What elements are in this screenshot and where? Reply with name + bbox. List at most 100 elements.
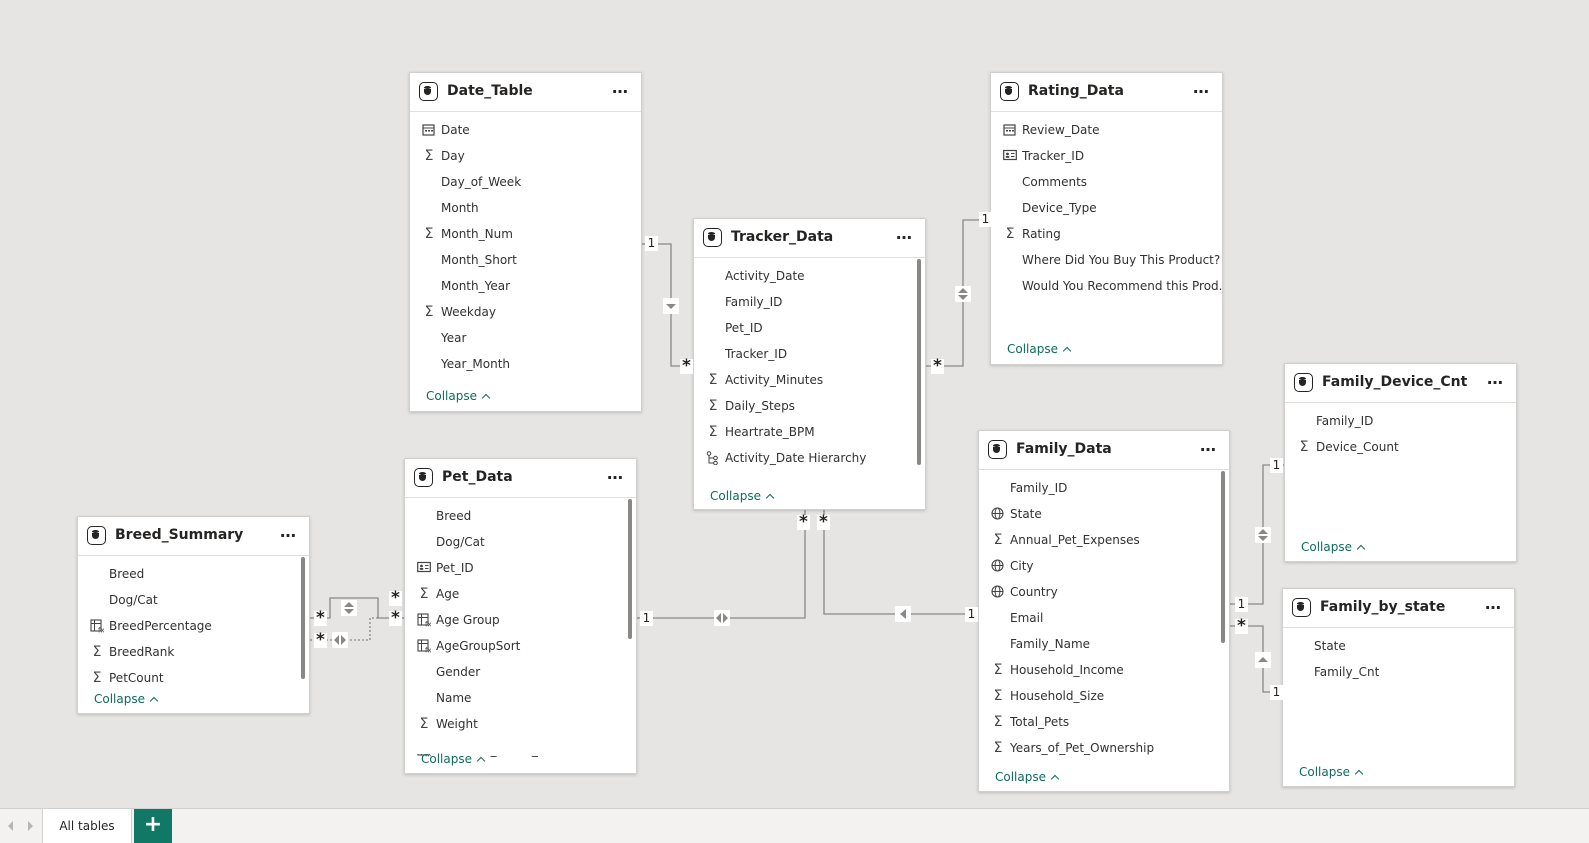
field-row[interactable]: Year	[410, 328, 641, 350]
relationship-line-pet-tracker[interactable]	[637, 510, 806, 619]
scrollbar[interactable]	[628, 499, 632, 639]
filter-direction-icon[interactable]	[895, 606, 911, 622]
table-card-header[interactable]: Rating_Data…	[991, 73, 1222, 112]
field-row[interactable]: Date	[410, 120, 641, 142]
field-row[interactable]: Tracker_ID	[991, 146, 1222, 168]
field-row[interactable]: Email	[979, 608, 1229, 630]
field-row[interactable]: Where Did You Buy This Product?	[991, 250, 1222, 272]
field-row[interactable]: Activity_Date	[694, 266, 925, 288]
field-row[interactable]: State	[979, 504, 1229, 526]
scrollbar[interactable]	[1221, 471, 1225, 643]
field-row[interactable]: Family_Name	[979, 634, 1229, 656]
field-row[interactable]: Month_Year	[410, 276, 641, 298]
filter-direction-icon[interactable]	[1255, 652, 1271, 668]
field-row[interactable]: Family_ID	[694, 292, 925, 314]
scroll-left-icon[interactable]	[8, 821, 13, 831]
filter-direction-icon[interactable]	[332, 632, 348, 648]
field-row[interactable]: Name	[405, 688, 636, 710]
collapse-button[interactable]: Collapse	[94, 692, 157, 706]
filter-direction-icon[interactable]	[714, 610, 730, 626]
scrollbar[interactable]	[301, 557, 305, 679]
field-row[interactable]: Breed	[78, 564, 309, 586]
filter-direction-icon[interactable]	[341, 600, 357, 616]
add-layout-button[interactable]: +	[134, 809, 172, 843]
collapse-button[interactable]: Collapse	[1301, 540, 1364, 554]
tab-all-tables[interactable]: All tables	[42, 809, 132, 843]
field-row[interactable]: Month	[410, 198, 641, 220]
field-row[interactable]: Year_Month	[410, 354, 641, 376]
table-card-header[interactable]: Tracker_Data…	[694, 219, 925, 258]
more-options-icon[interactable]: …	[896, 224, 913, 243]
collapse-button[interactable]: Collapse	[1299, 765, 1362, 779]
field-row[interactable]: Breed	[405, 506, 636, 528]
more-options-icon[interactable]: …	[612, 78, 629, 97]
field-row[interactable]: Tracker_ID	[694, 344, 925, 366]
more-options-icon[interactable]: …	[280, 522, 297, 541]
field-row[interactable]: Review_Date	[991, 120, 1222, 142]
field-row[interactable]: City	[979, 556, 1229, 578]
field-row[interactable]: Day_of_Week	[410, 172, 641, 194]
table-card-header[interactable]: Date_Table…	[410, 73, 641, 112]
field-row[interactable]: Month_Short	[410, 250, 641, 272]
collapse-button[interactable]: Collapse	[995, 770, 1058, 784]
field-row[interactable]: Dog/Cat	[78, 590, 309, 612]
scrollbar[interactable]	[917, 259, 921, 465]
table-card-header[interactable]: Family_Device_Cnt…	[1285, 364, 1516, 403]
table-card-header[interactable]: Family_Data…	[979, 431, 1229, 470]
table-card-header[interactable]: Breed_Summary…	[78, 517, 309, 556]
more-options-icon[interactable]: …	[1200, 436, 1217, 455]
collapse-button[interactable]: Collapse	[710, 489, 773, 503]
more-options-icon[interactable]: …	[607, 464, 624, 483]
field-row[interactable]: Would You Recommend this Prod...	[991, 276, 1222, 298]
field-row[interactable]: Device_Type	[991, 198, 1222, 220]
more-options-icon[interactable]: …	[1487, 369, 1504, 388]
more-options-icon[interactable]: …	[1193, 78, 1210, 97]
field-row[interactable]: Comments	[991, 172, 1222, 194]
relationship-line-family-tracker[interactable]	[823, 510, 978, 615]
collapse-button[interactable]: Collapse	[1007, 342, 1070, 356]
more-options-icon[interactable]: …	[1485, 594, 1502, 613]
scroll-right-icon[interactable]	[28, 821, 33, 831]
field-row[interactable]: Pet_ID	[405, 558, 636, 580]
field-row[interactable]: Pet_ID	[694, 318, 925, 340]
field-row[interactable]: Activity_Date Hierarchy	[694, 448, 925, 470]
filter-direction-icon[interactable]	[663, 298, 679, 314]
filter-direction-icon[interactable]	[1255, 527, 1271, 543]
field-row[interactable]: Family_ID	[1285, 411, 1516, 433]
field-row[interactable]: Family_ID	[979, 478, 1229, 500]
table-card-header[interactable]: Pet_Data…	[405, 459, 636, 498]
collapse-button[interactable]: Collapse	[421, 752, 484, 766]
table-card-header[interactable]: Family_by_state…	[1283, 589, 1514, 628]
field-row[interactable]: Dog/Cat	[405, 532, 636, 554]
collapse-button[interactable]: Collapse	[426, 389, 489, 403]
field-row[interactable]: Country	[979, 582, 1229, 604]
field-row[interactable]: Family_Cnt	[1283, 662, 1514, 684]
field-row[interactable]: Gender	[405, 662, 636, 684]
